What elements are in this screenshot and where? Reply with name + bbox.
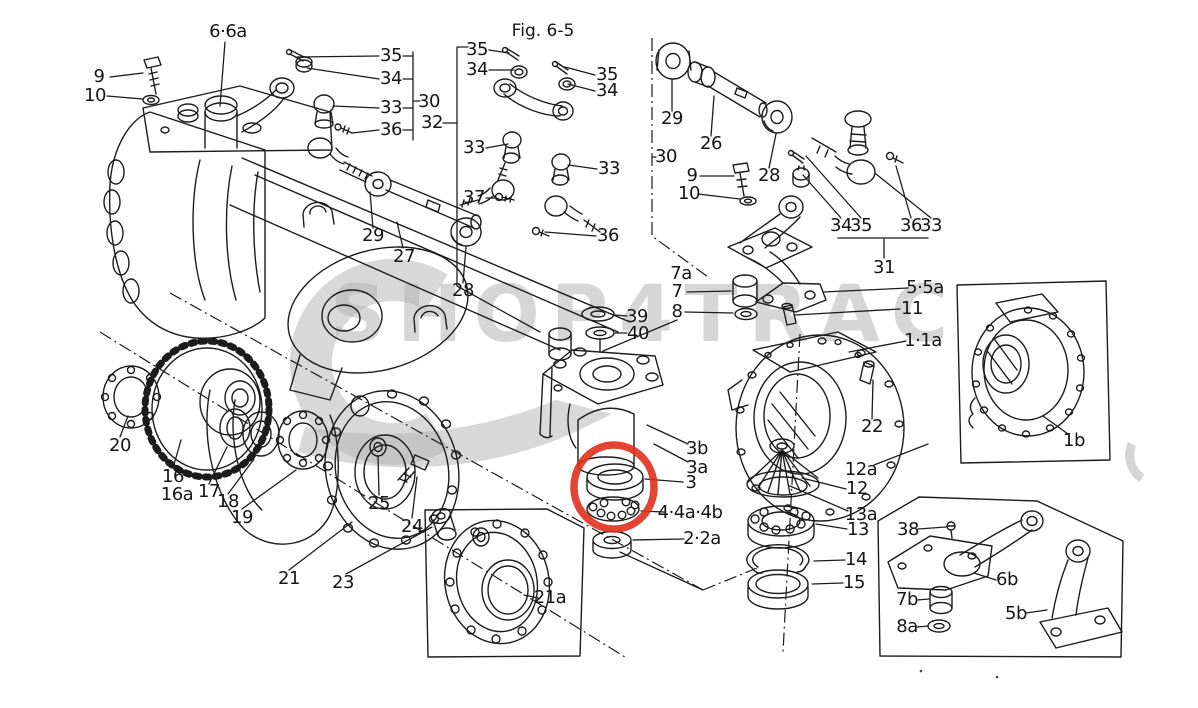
part-label-13: 13 bbox=[847, 519, 869, 540]
part-label-28-mid: 28 bbox=[452, 280, 474, 301]
part-label-29-mid: 29 bbox=[362, 225, 384, 246]
part-label-24: 24 bbox=[401, 516, 423, 537]
part-label-3b: 3b bbox=[686, 438, 708, 459]
part-label-7: 7 bbox=[671, 281, 683, 302]
part-label-23: 23 bbox=[332, 572, 354, 593]
part-label-29-right: 29 bbox=[661, 108, 683, 129]
part-label-22: 22 bbox=[861, 416, 883, 437]
part-label-9-left: 9 bbox=[93, 66, 105, 87]
part-label-18: 18 bbox=[217, 491, 239, 512]
part-label-17: 17 bbox=[198, 481, 220, 502]
part-label-12: 12 bbox=[846, 478, 868, 499]
part-label-14: 14 bbox=[845, 549, 867, 570]
part-label-7b: 7b bbox=[896, 589, 918, 610]
part-label-8a: 8a bbox=[896, 616, 918, 637]
part-label-35-left: 35 bbox=[380, 45, 402, 66]
part-label-11: 11 bbox=[901, 298, 923, 319]
highlight-circle bbox=[570, 441, 658, 533]
part-label-5-5a: 5·5a bbox=[906, 277, 944, 298]
part-label-33-fig-left: 33 bbox=[463, 137, 485, 158]
part-label-21: 21 bbox=[278, 568, 300, 589]
part-label-33-right: 33 bbox=[920, 215, 942, 236]
part-label-30-right: 30 bbox=[655, 146, 677, 167]
part-label-6-6a: 6·6a bbox=[209, 21, 247, 42]
part-label-32: 32 bbox=[421, 112, 443, 133]
part-label-28-right: 28 bbox=[758, 165, 780, 186]
part-label-35-fig-left: 35 bbox=[466, 39, 488, 60]
part-label-10-right: 10 bbox=[678, 183, 700, 204]
part-label-16: 16 bbox=[162, 466, 184, 487]
figure-title: Fig. 6-5 bbox=[511, 21, 575, 41]
part-label-33-fig-right: 33 bbox=[598, 158, 620, 179]
part-label-33-left: 33 bbox=[380, 97, 402, 118]
part-label-40: 40 bbox=[627, 323, 649, 344]
part-label-36-left: 36 bbox=[380, 119, 402, 140]
part-label-3a: 3a bbox=[686, 457, 708, 478]
part-label-13a: 13a bbox=[844, 504, 878, 525]
part-label-36-right: 36 bbox=[900, 215, 922, 236]
part-label-20: 20 bbox=[109, 435, 131, 456]
part-label-10-left: 10 bbox=[84, 85, 106, 106]
part-label-30-left: 30 bbox=[418, 91, 440, 112]
part-label-2-2a: 2·2a bbox=[683, 528, 721, 549]
part-label-5b: 5b bbox=[1005, 603, 1027, 624]
part-label-6b: 6b bbox=[996, 569, 1018, 590]
part-label-34-fig-right: 34 bbox=[596, 80, 618, 101]
part-label-3: 3 bbox=[685, 472, 697, 493]
part-label-38: 38 bbox=[897, 519, 919, 540]
part-label-8: 8 bbox=[671, 301, 683, 322]
part-label-25: 25 bbox=[368, 493, 390, 514]
part-label-26: 26 bbox=[700, 133, 722, 154]
part-label-36-fig-right: 36 bbox=[597, 225, 619, 246]
part-label-19: 19 bbox=[231, 507, 253, 528]
part-label-15: 15 bbox=[843, 572, 865, 593]
part-label-35-right: 35 bbox=[850, 215, 872, 236]
part-label-12a: 12a bbox=[844, 459, 878, 480]
part-label-39: 39 bbox=[626, 306, 648, 327]
part-label-16a: 16a bbox=[160, 484, 194, 505]
part-label-31: 31 bbox=[873, 257, 895, 278]
part-label-34-fig-left: 34 bbox=[466, 59, 488, 80]
part-label-1b: 1b bbox=[1063, 430, 1085, 451]
part-label-37: 37 bbox=[463, 187, 485, 208]
part-label-21a: 21a bbox=[533, 587, 567, 608]
part-label-34-right: 34 bbox=[830, 215, 852, 236]
part-label-4-4a-4b: 4·4a·4b bbox=[657, 502, 723, 523]
part-label-34-left: 34 bbox=[380, 68, 402, 89]
part-label-35-fig-right: 35 bbox=[596, 64, 618, 85]
part-label-9-right: 9 bbox=[686, 165, 698, 186]
part-label-1-1a: 1·1a bbox=[904, 330, 942, 351]
part-label-7a: 7a bbox=[670, 263, 692, 284]
part-label-27: 27 bbox=[393, 246, 415, 267]
